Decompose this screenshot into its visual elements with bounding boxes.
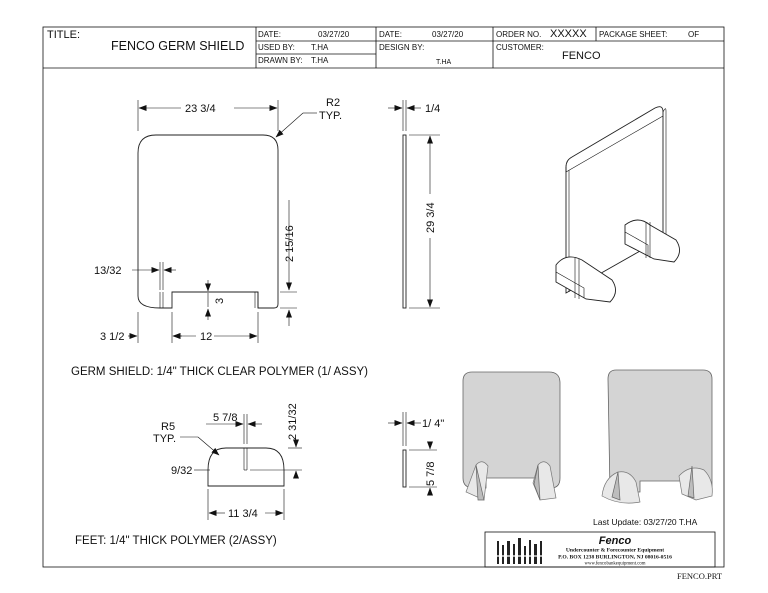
shield-radius-dim: R2: [326, 97, 340, 109]
foot-radius-typ: TYP.: [153, 433, 176, 445]
shield-front-view: 23 3/4 R2 TYP. 2 15/16 13/32 3 3 1/2 12: [94, 97, 342, 343]
foot-thickness-dim: 1/ 4": [422, 418, 444, 430]
drawn-by-label: DRAWN BY:: [258, 56, 303, 65]
feet-front-view: R5 TYP. 5 7/8 2 31/32 9/32 11 3/4: [153, 403, 302, 520]
sheet-border: [42, 26, 725, 568]
foot-length-dim: 11 3/4: [228, 508, 258, 520]
last-update: Last Update: 03/27/20 T.HA: [593, 517, 698, 527]
company-block: Fenco Undercounter & Forecounter Equipme…: [484, 531, 716, 568]
foot-outline: [207, 447, 285, 487]
date-value-2: 03/27/20: [432, 30, 464, 39]
customer-value: FENCO: [562, 50, 601, 62]
company-address: P.O. BOX 1238 BURLINGTON, NJ 08016-0516: [558, 555, 672, 561]
used-by-value: T.HA: [311, 43, 329, 52]
title-label: TITLE:: [47, 29, 80, 41]
date-label-2: DATE:: [379, 30, 402, 39]
date-value: 03/27/20: [318, 30, 350, 39]
order-no-label: ORDER NO.: [496, 30, 541, 39]
foot-slot-width-dim: 9/32: [171, 465, 192, 477]
company-tagline: Undercounter & Forecounter Equipment: [566, 548, 664, 554]
feet-note: FEET: 1/4" THICK POLYMER (2/ASSY): [75, 535, 277, 547]
foot-slot-depth-dim: 5 7/8: [425, 462, 437, 486]
cutout-side-dim: 2 15/16: [284, 225, 296, 262]
feet-side-view: 1/ 4" 5 7/8: [388, 412, 444, 496]
shield-radius-typ: TYP.: [319, 110, 342, 122]
customer-label: CUSTOMER:: [496, 43, 544, 52]
foot-radius-dim: R5: [161, 421, 175, 433]
drawing-title: FENCO GERM SHIELD: [111, 39, 244, 53]
date-label: DATE:: [258, 30, 281, 39]
order-no-value: XXXXX: [550, 28, 587, 40]
package-sheet-label: PACKAGE SHEET:: [599, 30, 667, 39]
offset-dim: 3 1/2: [100, 331, 124, 343]
foot-height-dim: 2 31/32: [287, 403, 299, 440]
title-block: TITLE: FENCO GERM SHIELD DATE: 03/27/20 …: [43, 27, 724, 69]
shield-thickness-dim: 1/4: [425, 103, 440, 115]
rendered-isometric-view: [601, 369, 713, 504]
cutout-height-dim: 3: [214, 298, 226, 304]
design-by-value: T.HA: [436, 59, 452, 66]
file-name: FENCO.PRT: [677, 571, 723, 581]
company-name: Fenco: [599, 535, 632, 547]
shield-side-view: 1/4 29 3/4: [388, 100, 440, 309]
design-by-label: DESIGN BY:: [379, 43, 424, 52]
package-sheet-of: OF: [688, 30, 699, 39]
foot-top-flat-dim: 5 7/8: [213, 412, 237, 424]
company-logo: [495, 538, 545, 564]
shield-note: GERM SHIELD: 1/4" THICK CLEAR POLYMER (1…: [71, 366, 368, 378]
drawn-by-value: T.HA: [311, 56, 329, 65]
slot-width-dim: 13/32: [94, 265, 122, 277]
shield-width-dim: 23 3/4: [185, 103, 216, 115]
company-website: www.fencobankequipment.com: [585, 562, 646, 567]
used-by-label: USED BY:: [258, 43, 295, 52]
shield-height-dim: 29 3/4: [425, 202, 437, 233]
isometric-line-view: [555, 106, 680, 303]
rendered-front-view: [462, 371, 561, 501]
cutout-width-dim: 12: [200, 331, 212, 343]
